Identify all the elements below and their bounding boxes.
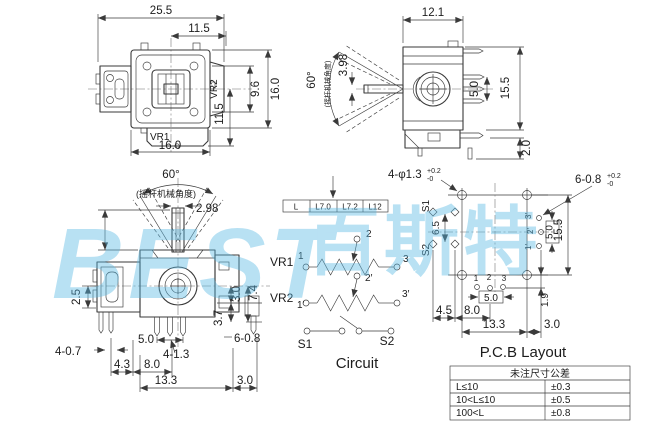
- pcb-layout: 4-φ1.3 +0.2 -0 6-0.8 +0.2 -0 S1 S2 6.5 1…: [388, 168, 621, 361]
- dim-pin-center: 8.0: [144, 359, 160, 371]
- tolerance-range-3: 100<L: [456, 408, 485, 419]
- pcb-pin-2: 2: [487, 273, 492, 282]
- pcb-pin-2p: 2′: [526, 228, 535, 234]
- dim-front-pin-pitch: 5.0: [138, 334, 154, 346]
- tolerance-value-1: ±0.3: [551, 382, 571, 393]
- length-option-l70: L7.0: [315, 203, 331, 212]
- dim-front-right-lower: 3.7: [213, 310, 225, 326]
- pcb-pin-3p: 3′: [524, 213, 533, 219]
- vr1-potentiometer: [302, 235, 401, 276]
- front-view-outline: [90, 178, 270, 348]
- side-view: 12.1 3.98 60° (摇杆机械角度) 5.0 15.5 2.0: [306, 7, 533, 160]
- tolerance-range-1: L≤10: [456, 382, 479, 393]
- dim-front-right-outer: 7.4: [248, 284, 260, 301]
- side-view-dimensions: [348, 16, 524, 160]
- label-vr1: VR1: [150, 132, 170, 143]
- front-view-dimensions: [82, 176, 337, 392]
- side-angle-label: 60°: [306, 71, 318, 88]
- tolerance-value-2: ±0.5: [551, 395, 571, 406]
- pcb-dim-pitch-right: 5.0: [545, 225, 556, 239]
- side-view-outline: [356, 40, 494, 160]
- vr1-terminal-2: 2: [366, 229, 372, 240]
- dim-right-outer: 16.0: [270, 78, 282, 100]
- watermark-latin: BEST: [52, 208, 339, 320]
- dim-bottom-width: 16.0: [159, 140, 181, 152]
- shaft-length-table: [282, 199, 389, 213]
- vr1-label: VR1: [270, 255, 294, 269]
- front-view: 60° (摇杆机械角度) 2.98 2.5 4-0.7 4.3 8.0 5.0 …: [55, 169, 337, 392]
- front-angle-note: (摇杆机械角度): [136, 188, 196, 199]
- pcb-pin-1p: 1′: [524, 244, 533, 250]
- tolerance-value-3: ±0.8: [551, 408, 571, 419]
- tolerance-range-2: 10<L≤10: [456, 395, 496, 406]
- pcb-dim-8-0: 8.0: [464, 305, 480, 317]
- top-view: 25.5 11.5 16.0 9.6 11.5 16.0 VR1 VR2: [88, 5, 282, 156]
- pcb-dim-4-5: 4.5: [436, 305, 452, 317]
- note-side-pins: 4-0.7: [55, 346, 81, 358]
- square-hole-note: 6-0.8: [575, 174, 601, 186]
- circuit-title: Circuit: [336, 355, 379, 372]
- dim-front-left: 2.5: [71, 289, 83, 305]
- round-hole-note: 4-φ1.3: [388, 169, 422, 181]
- switch-symbol: [303, 315, 395, 335]
- length-option-l: L: [294, 203, 299, 212]
- dim-shaft-dia: 3.98: [338, 54, 350, 76]
- tolerance-header: 未注尺寸公差: [510, 367, 570, 380]
- pcb-title: P.C.B Layout: [480, 344, 567, 361]
- front-angle-label: 60°: [162, 169, 179, 181]
- top-view-outline: [88, 38, 252, 152]
- note-right-pin: 6-0.8: [234, 333, 260, 345]
- watermark-cjk: 百斯特: [305, 200, 542, 284]
- dim-pin-offset: 4.3: [114, 359, 130, 371]
- dim-side-height: 15.5: [500, 77, 512, 99]
- dim-bottom-right: 3.0: [237, 375, 253, 387]
- dim-front-right-upper: 3.0: [231, 286, 243, 302]
- circuit-diagram: L L7.0 L7.2 L12 VR1: [270, 199, 410, 372]
- pcb-dim-height: 15.5: [553, 219, 565, 241]
- round-hole-tol-minus: -0: [427, 176, 433, 183]
- top-view-dimensions: [97, 14, 272, 156]
- vr2-terminal-1: 1′: [297, 300, 305, 311]
- dim-total-width: 25.5: [150, 5, 172, 17]
- vr2-label: VR2: [270, 291, 294, 305]
- round-hole-tol-plus: +0.2: [427, 168, 441, 175]
- vr1-terminal-3: 3: [403, 254, 409, 265]
- circuit-s2-label: S2: [380, 334, 395, 348]
- pcb-dim-pitch-bottom: 5.0: [484, 293, 498, 304]
- note-bottom-pins: 4-1.3: [163, 349, 189, 361]
- dim-side-pin-pitch: 5.0: [469, 81, 481, 97]
- length-option-l12: L12: [368, 203, 382, 212]
- dim-side-pin-bottom: 2.0: [521, 140, 533, 156]
- pcb-dim-s-pitch: 6.5: [431, 221, 442, 235]
- dim-bottom-span: 13.3: [155, 375, 177, 387]
- pcb-dim-3-0: 3.0: [544, 319, 560, 331]
- side-view-angle-fan: [328, 44, 404, 134]
- side-angle-note: (摇杆机械角度): [323, 61, 332, 108]
- pcb-grid: [428, 183, 552, 338]
- vr2-terminal-2: 2′: [365, 273, 373, 284]
- pcb-pin-1: 1: [474, 274, 479, 283]
- pcb-s2-label: S2: [421, 243, 432, 256]
- dim-half-width: 11.5: [188, 23, 210, 35]
- dim-right-inner: 9.6: [250, 81, 262, 97]
- pcb-pin-3: 3: [502, 274, 507, 283]
- pcb-dim-13-3: 13.3: [483, 319, 505, 331]
- label-vr2: VR2: [209, 79, 220, 99]
- pcb-dimensions: [432, 179, 593, 338]
- length-option-l72: L7.2: [342, 203, 358, 212]
- square-hole-tol-plus: +0.2: [607, 173, 621, 180]
- dim-side-top-width: 12.1: [422, 7, 444, 19]
- tolerance-table: 未注尺寸公差 L≤10 ±0.3 10<L≤10 ±0.5 100<L ±0.8: [449, 365, 631, 421]
- vr1-terminal-1: 1: [298, 251, 304, 262]
- vr2-potentiometer: [302, 272, 401, 312]
- vr2-terminal-3: 3′: [402, 289, 410, 300]
- pcb-dim-1-9: 1.9: [540, 293, 551, 307]
- watermark: BEST 百斯特: [52, 200, 542, 320]
- dim-right-lower: 11.5: [214, 103, 226, 125]
- circuit-s1-label: S1: [298, 337, 313, 351]
- pcb-s1-label: S1: [421, 199, 432, 212]
- dim-shaft-width: 2.98: [196, 203, 218, 215]
- square-hole-tol-minus: -0: [607, 181, 613, 188]
